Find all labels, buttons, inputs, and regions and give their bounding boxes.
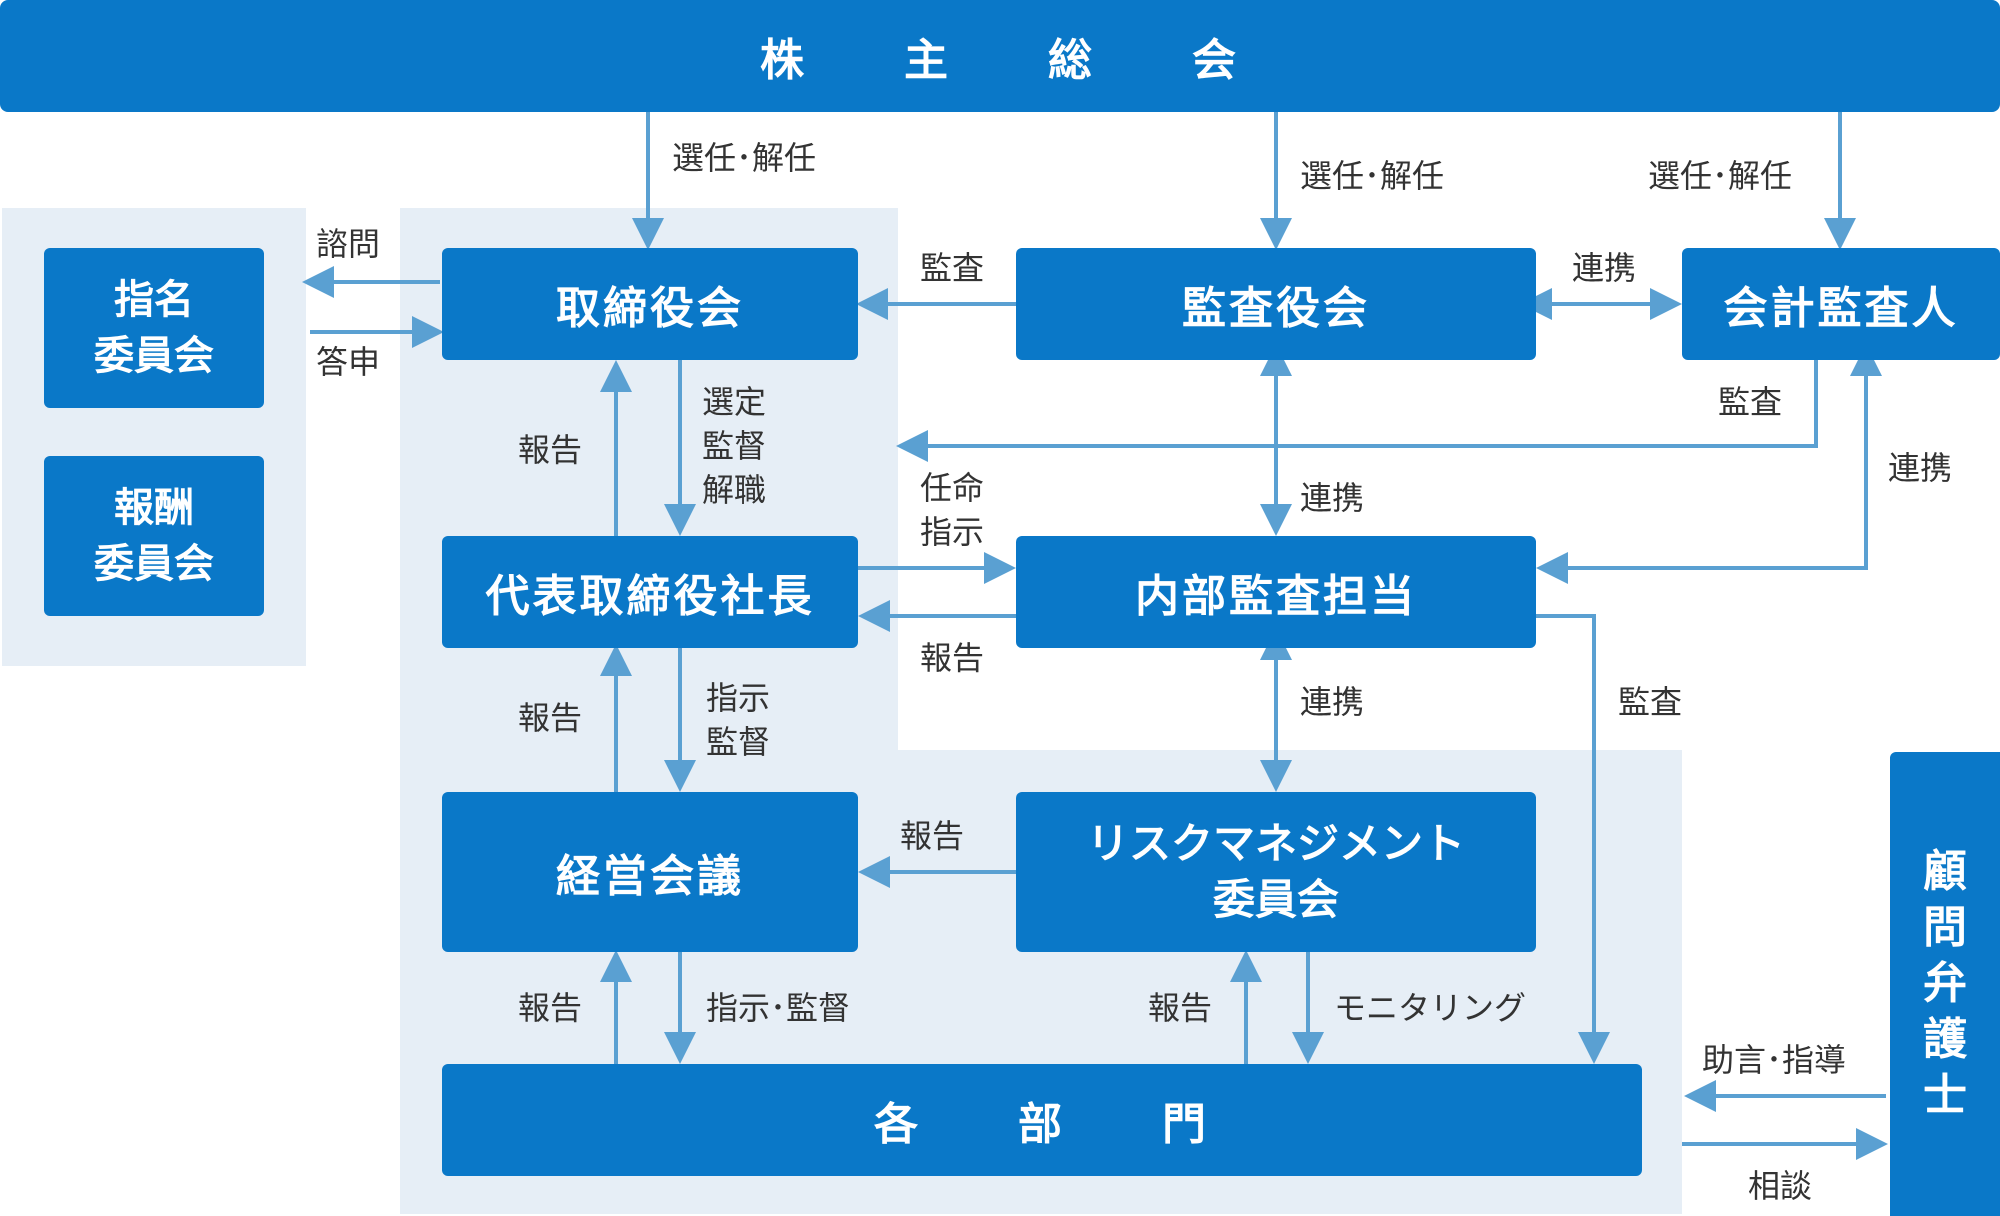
shareholders-meeting-box: 株 主 総 会 <box>0 0 2000 112</box>
label-select: 選定 監督 解職 <box>702 380 766 512</box>
president-box: 代表取締役社長 <box>442 536 858 648</box>
board-zone <box>400 208 898 1214</box>
counsel-char2: 問 <box>1923 902 1967 953</box>
departments-label: 各 部 門 <box>874 1099 1210 1150</box>
accounting-auditor-box: 会計監査人 <box>1682 248 2000 360</box>
label-elect-accounting: 選任･解任 <box>1648 157 1793 195</box>
label-instruct-supervise: 指示･監督 <box>706 989 851 1027</box>
label-monitoring: モニタリング <box>1334 989 1527 1027</box>
label-report3: 報告 <box>518 989 583 1027</box>
risk-line2: 委員会 <box>1212 875 1339 924</box>
counsel-char1: 顧 <box>1923 846 1967 897</box>
management-meeting-box: 経営会議 <box>442 792 858 952</box>
label-appoint-1: 任命 <box>920 469 985 507</box>
label-report-risk: 報告 <box>900 817 965 855</box>
president-label: 代表取締役社長 <box>485 571 815 622</box>
label-instruct-2: 監督 <box>706 723 771 761</box>
label-audit-board: 監査 <box>920 249 985 287</box>
board-of-directors-box: 取締役会 <box>442 248 858 360</box>
counsel-char3: 弁 <box>1923 958 1967 1009</box>
label-instruct: 指示 監督 <box>706 676 770 764</box>
compensation-line2: 委員会 <box>94 541 214 587</box>
audit-board-box: 監査役会 <box>1016 248 1536 360</box>
accounting-auditor-label: 会計監査人 <box>1723 283 1959 334</box>
risk-committee-box: リスクマネジメント 委員会 <box>1016 792 1536 952</box>
label-elect-auditors: 選任･解任 <box>1300 157 1445 195</box>
label-coop-auditors: 連携 <box>1572 249 1637 287</box>
label-select-2: 監督 <box>702 427 767 465</box>
label-consultation: 相談 <box>1748 1167 1813 1205</box>
counsel-char4: 護 <box>1923 1014 1967 1065</box>
nomination-line2: 委員会 <box>94 333 214 379</box>
compensation-committee-box: 報酬 委員会 <box>44 456 264 616</box>
internal-audit-label: 内部監査担当 <box>1135 571 1417 622</box>
departments-box: 各 部 門 <box>442 1064 1642 1176</box>
compensation-line1: 報酬 <box>114 485 194 531</box>
label-coop-risk: 連携 <box>1300 683 1365 721</box>
legal-counsel-box: 顧 問 弁 護 士 <box>1890 752 2000 1216</box>
label-coop-internal: 連携 <box>1300 479 1365 517</box>
label-appoint: 任命 指示 <box>920 466 984 554</box>
label-select-3: 解職 <box>702 471 767 509</box>
label-instruct-1: 指示 <box>706 679 771 717</box>
arrow-coop-acc <box>1536 344 1882 584</box>
label-report2: 報告 <box>518 699 583 737</box>
label-report4: 報告 <box>1148 989 1213 1027</box>
label-advice: 助言･指導 <box>1702 1041 1847 1079</box>
counsel-char5: 士 <box>1923 1070 1967 1121</box>
risk-line1: リスクマネジメント <box>1086 819 1465 868</box>
label-report-internal: 報告 <box>920 639 985 677</box>
arrow-audit-acc <box>896 360 1818 462</box>
board-label: 取締役会 <box>556 283 744 334</box>
nomination-committee-box: 指名 委員会 <box>44 248 264 408</box>
nomination-line1: 指名 <box>114 277 194 323</box>
label-report1: 報告 <box>518 431 583 469</box>
label-appoint-2: 指示 <box>920 513 985 551</box>
shareholders-label: 株 主 総 会 <box>760 35 1240 86</box>
label-elect-board: 選任･解任 <box>672 139 817 177</box>
label-reply: 答申 <box>316 343 381 381</box>
label-audit-dept: 監査 <box>1618 683 1683 721</box>
label-coop-acc: 連携 <box>1888 449 1953 487</box>
management-meeting-label: 経営会議 <box>556 851 744 902</box>
label-consult: 諮問 <box>316 225 381 263</box>
audit-board-label: 監査役会 <box>1182 283 1370 334</box>
label-audit-acc: 監査 <box>1718 383 1783 421</box>
internal-audit-box: 内部監査担当 <box>1016 536 1536 648</box>
label-select-1: 選定 <box>702 383 767 421</box>
arrow-audit-dept <box>1536 614 1610 1064</box>
